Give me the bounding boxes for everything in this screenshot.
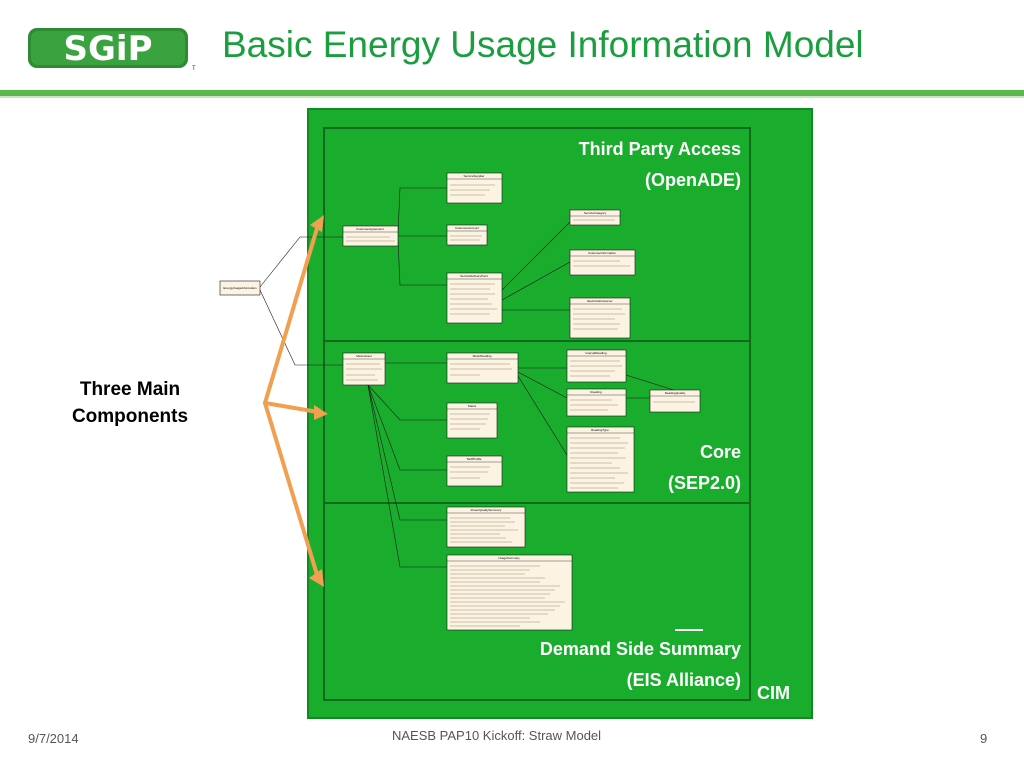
uml-class-name: CustomerInformation: [588, 251, 616, 255]
caption-line-1: Three Main: [79, 379, 181, 400]
uml-class-name: Status: [468, 404, 477, 408]
uml-class-name: ReadingType: [591, 428, 609, 432]
logo-tm: TM: [192, 66, 196, 72]
demand-underline: [675, 629, 703, 631]
demand-title: Demand Side Summary: [539, 639, 741, 659]
arrowhead-core: [314, 405, 328, 420]
caption-line-2: Components: [71, 406, 189, 427]
uml-class-name: CustomerAgreement: [356, 227, 384, 231]
uml-class-name: MeterAsset: [356, 354, 371, 358]
title-rule-light: [0, 96, 1024, 98]
uml-class-box: [569, 209, 621, 226]
uml-class-name: ElectricalCustomer: [587, 299, 612, 303]
three-main-components-caption: Three Main Components: [62, 376, 198, 430]
uml-class-box: [219, 280, 261, 296]
third-party-title: Third Party Access: [578, 139, 741, 159]
uml-class-box: [569, 297, 631, 339]
uml-class-box: [446, 455, 503, 487]
footer-date: 9/7/2014: [28, 731, 79, 746]
core-label: Core (SEP2.0): [668, 437, 741, 499]
cim-label: CIM: [757, 683, 790, 703]
arrowhead-demand: [309, 569, 324, 587]
arrow-to-third-party: [263, 223, 320, 405]
demand-subtitle: (EIS Alliance): [626, 670, 741, 690]
uml-class-name: MeterReading: [473, 354, 492, 358]
section-divider-demand: [323, 502, 751, 504]
slide-title: Basic Energy Usage Information Model: [222, 24, 864, 65]
footer-title: NAESB PAP10 Kickoff: Straw Model: [392, 728, 602, 743]
uml-class-box: [446, 506, 526, 548]
sgip-logo: SGiP TM: [28, 28, 196, 72]
uml-class-name: PowerQualitySummary: [471, 508, 502, 512]
section-divider-core: [323, 340, 751, 342]
logo-text: SGiP: [64, 29, 153, 69]
uml-class-name: ServiceSupplier: [463, 174, 484, 178]
uml-class-name: TariffProfile: [467, 457, 482, 461]
arrow-to-core: [263, 401, 320, 414]
uml-class-name: CustomerAccount: [455, 226, 479, 230]
uml-class-name: IntervalReading: [585, 351, 606, 355]
core-subtitle: (SEP2.0): [667, 473, 741, 493]
uml-class-box: [566, 388, 627, 417]
core-title: Core: [699, 442, 741, 462]
arrowhead-third-party: [310, 215, 324, 232]
third-party-label: Third Party Access (OpenADE): [579, 134, 741, 196]
uml-class-box: [566, 426, 635, 493]
uml-class-box: [649, 389, 701, 413]
uml-class-box: [446, 352, 519, 384]
uml-class-box: [446, 272, 503, 324]
uml-class-name: ServiceCategory: [584, 211, 607, 215]
footer-page-number: 9: [980, 731, 988, 746]
uml-class-box: [446, 554, 573, 631]
uml-class-name: EnergyUsageInformation: [223, 286, 257, 290]
title-rule: [0, 90, 1024, 96]
uml-class-box: [569, 249, 636, 276]
arrow-to-demand: [263, 401, 320, 580]
uml-class-name: UsageSummary: [498, 556, 520, 560]
uml-class-name: ReadingQuality: [665, 391, 686, 395]
uml-class-box: [446, 402, 498, 439]
demand-label: Demand Side Summary (EIS Alliance): [540, 634, 741, 696]
uml-class-name: Reading: [590, 390, 602, 394]
third-party-subtitle: (OpenADE): [645, 170, 741, 190]
uml-class-name: ServiceDeliveryPoint: [460, 274, 488, 278]
uml-class-box: [446, 172, 503, 204]
